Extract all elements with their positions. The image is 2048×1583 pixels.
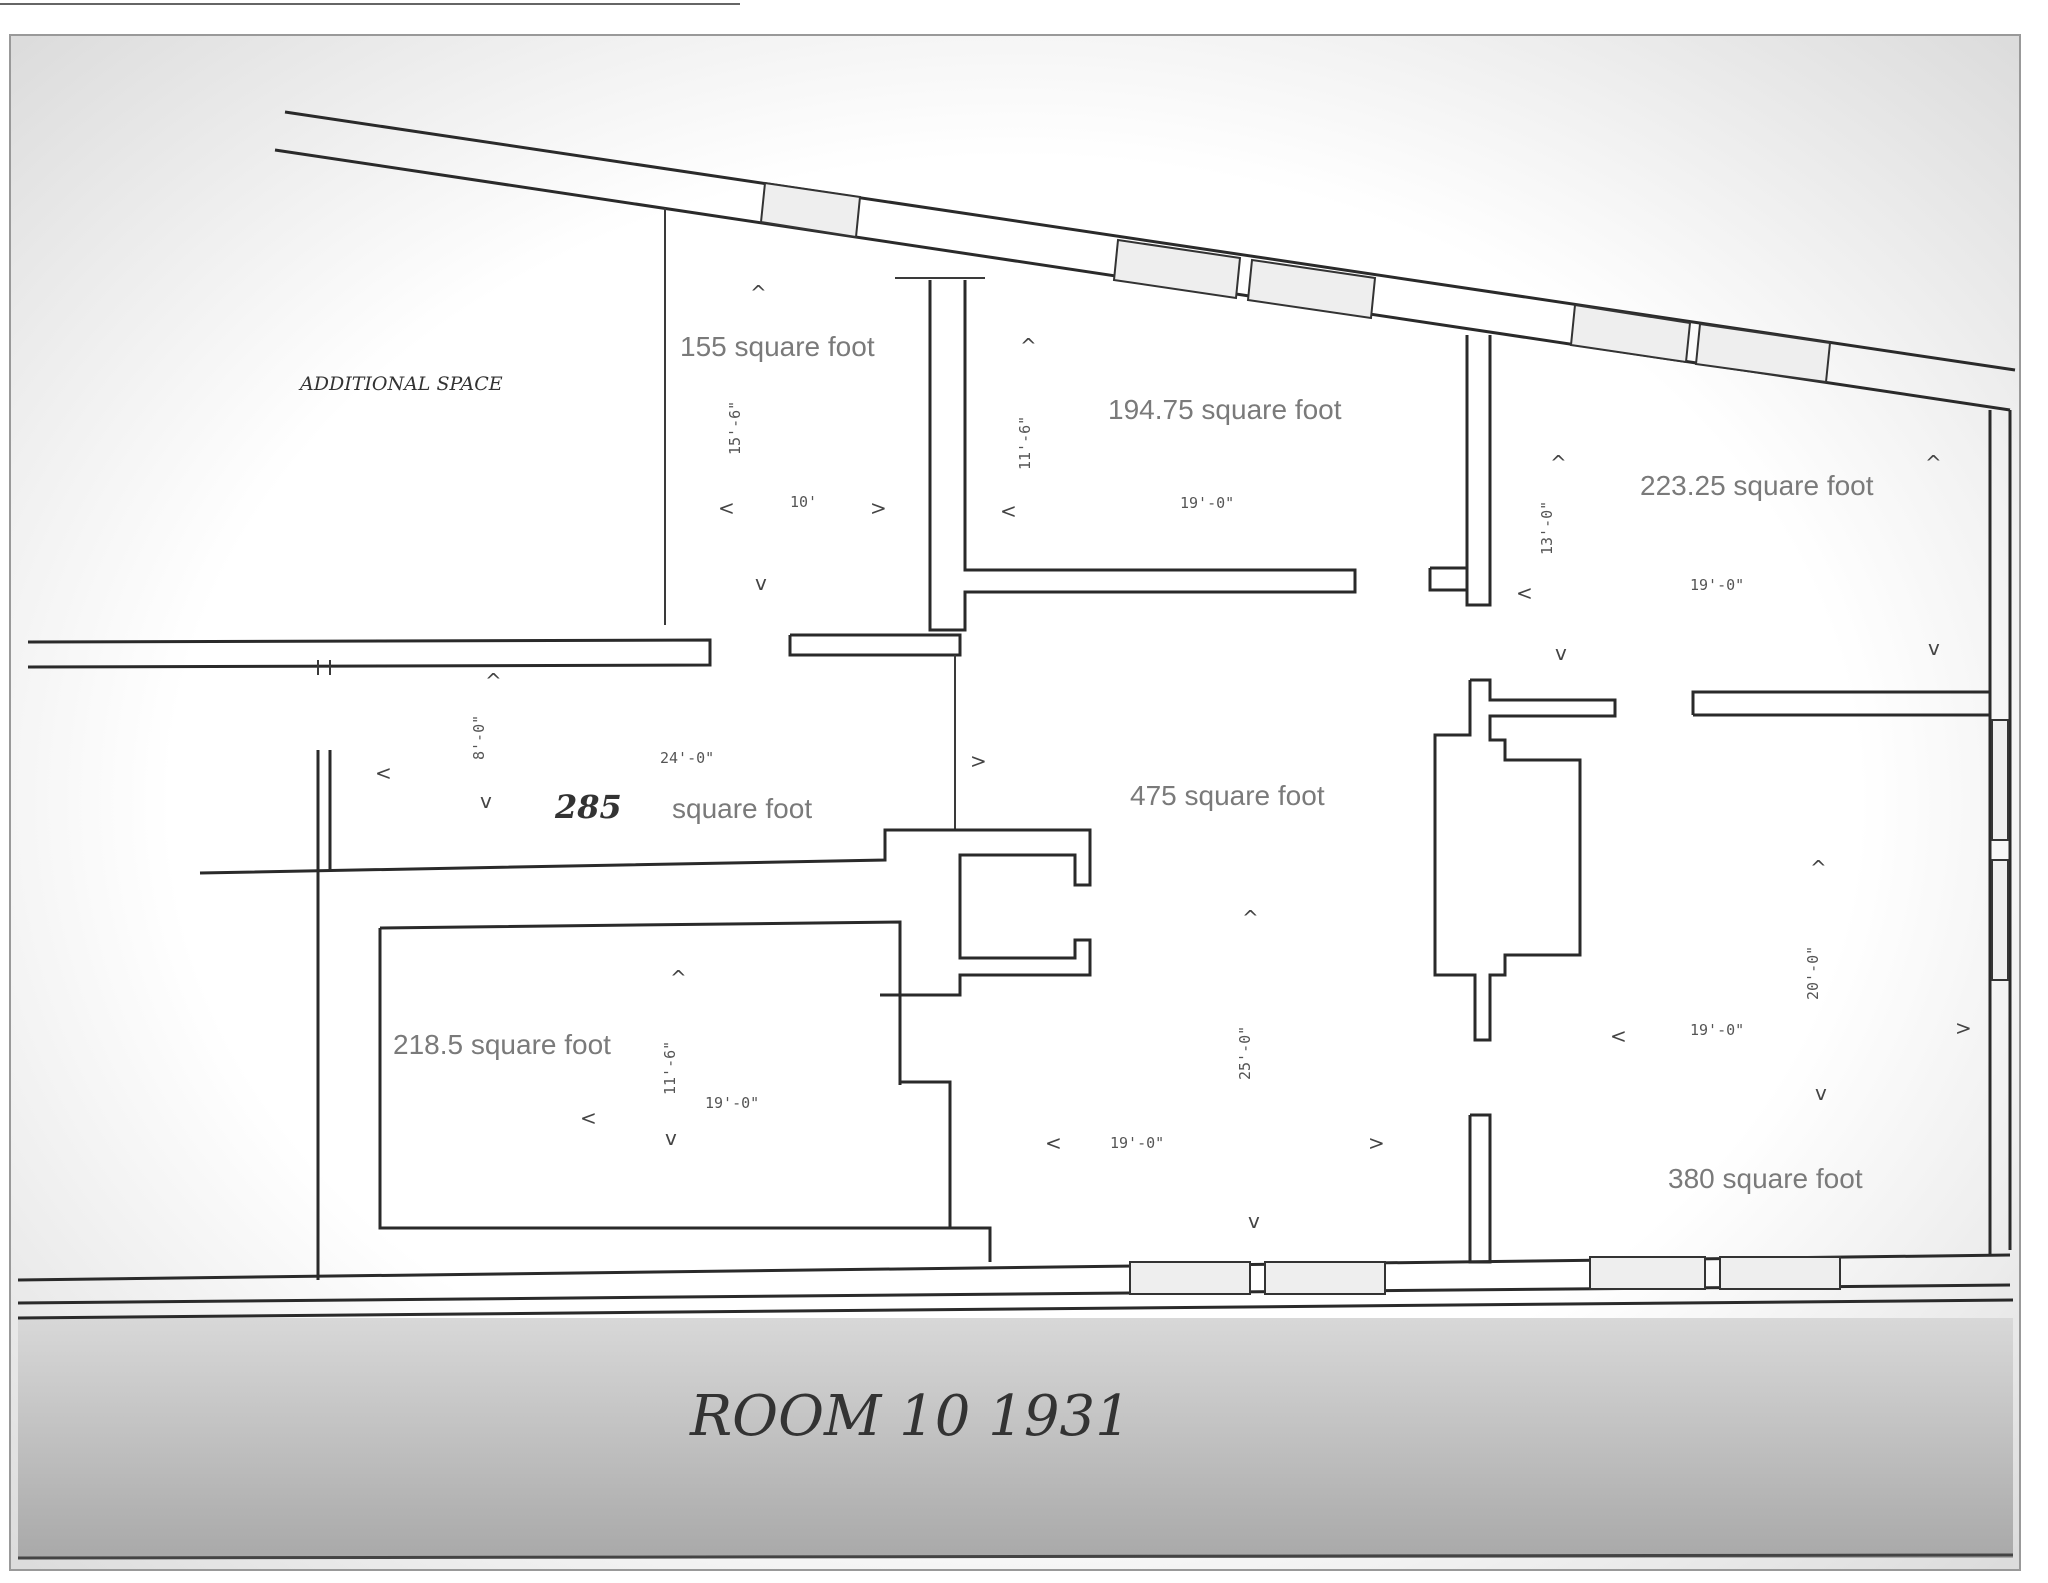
room-218-height: 11'-6" [661,1041,679,1095]
room-285-area-suffix: square foot [672,793,812,824]
room-194-height: 11'-6" [1016,416,1034,470]
room-194-width: 19'-0" [1180,494,1234,512]
arrow-icon: ^ [1810,856,1827,880]
room-285-width: 24'-0" [660,749,714,767]
room-380-area: 380 square foot [1668,1163,1863,1194]
arrow-icon: ^ [1242,906,1259,930]
arrow-icon: v [1928,636,1940,660]
bottom-border [17,1553,2014,1560]
arrow-icon: v [755,571,767,595]
top-exterior-wall [274,110,2016,412]
arrow-icon: v [1555,641,1567,665]
arrow-icon: < [1610,1024,1627,1048]
room-475-height: 25'-0" [1236,1026,1254,1080]
bottom-exterior-wall [17,1253,2011,1305]
room-155-height: 15'-6" [726,401,744,455]
room-223-height: 13'-0" [1538,501,1556,555]
room-285-height: 8'-0" [470,715,488,760]
arrow-icon: < [1045,1131,1062,1155]
arrow-icon: ^ [1925,451,1942,475]
room-380-width: 19'-0" [1690,1021,1744,1039]
arrow-icon: ^ [750,281,767,305]
arrow-icon: v [1815,1081,1827,1105]
street-edge-line [17,1298,2014,1320]
arrow-icon: < [718,496,735,520]
arrow-icon: > [970,749,987,773]
additional-space-label: ADDITIONAL SPACE [298,373,503,395]
room-380-height: 20'-0" [1804,946,1822,1000]
room-155-area: 155 square foot [680,331,875,362]
room-218-area: 218.5 square foot [393,1029,611,1060]
arrow-icon: v [480,789,492,813]
interior-walls [27,208,1992,1280]
arrow-icon: ^ [670,966,687,990]
street-strip [18,1318,2013,1558]
room-475-width: 19'-0" [1110,1134,1164,1152]
plan-title: ROOM 10 1931 [689,1384,1131,1449]
room-194-area: 194.75 square foot [1108,394,1342,425]
room-285-area: 285 [554,788,622,826]
room-223-width: 19'-0" [1690,576,1744,594]
right-exterior-wall [1988,410,2012,1255]
arrow-icon: < [1000,499,1017,523]
room-475-area: 475 square foot [1130,780,1325,811]
room-155-width: 10' [790,493,817,511]
arrow-icon: < [580,1106,597,1130]
arrow-icon: ^ [1550,451,1567,475]
arrow-icon: ^ [485,669,502,693]
arrow-icon: v [1248,1209,1260,1233]
arrow-icon: < [375,761,392,785]
arrow-icon: < [1516,581,1533,605]
arrow-icon: > [1368,1131,1385,1155]
arrow-icon: > [870,496,887,520]
room-218-width: 19'-0" [705,1094,759,1112]
room-223-area: 223.25 square foot [1640,470,1874,501]
arrow-icon: v [665,1126,677,1150]
arrow-icon: ^ [1020,334,1037,358]
arrow-icon: > [1955,1016,1972,1040]
